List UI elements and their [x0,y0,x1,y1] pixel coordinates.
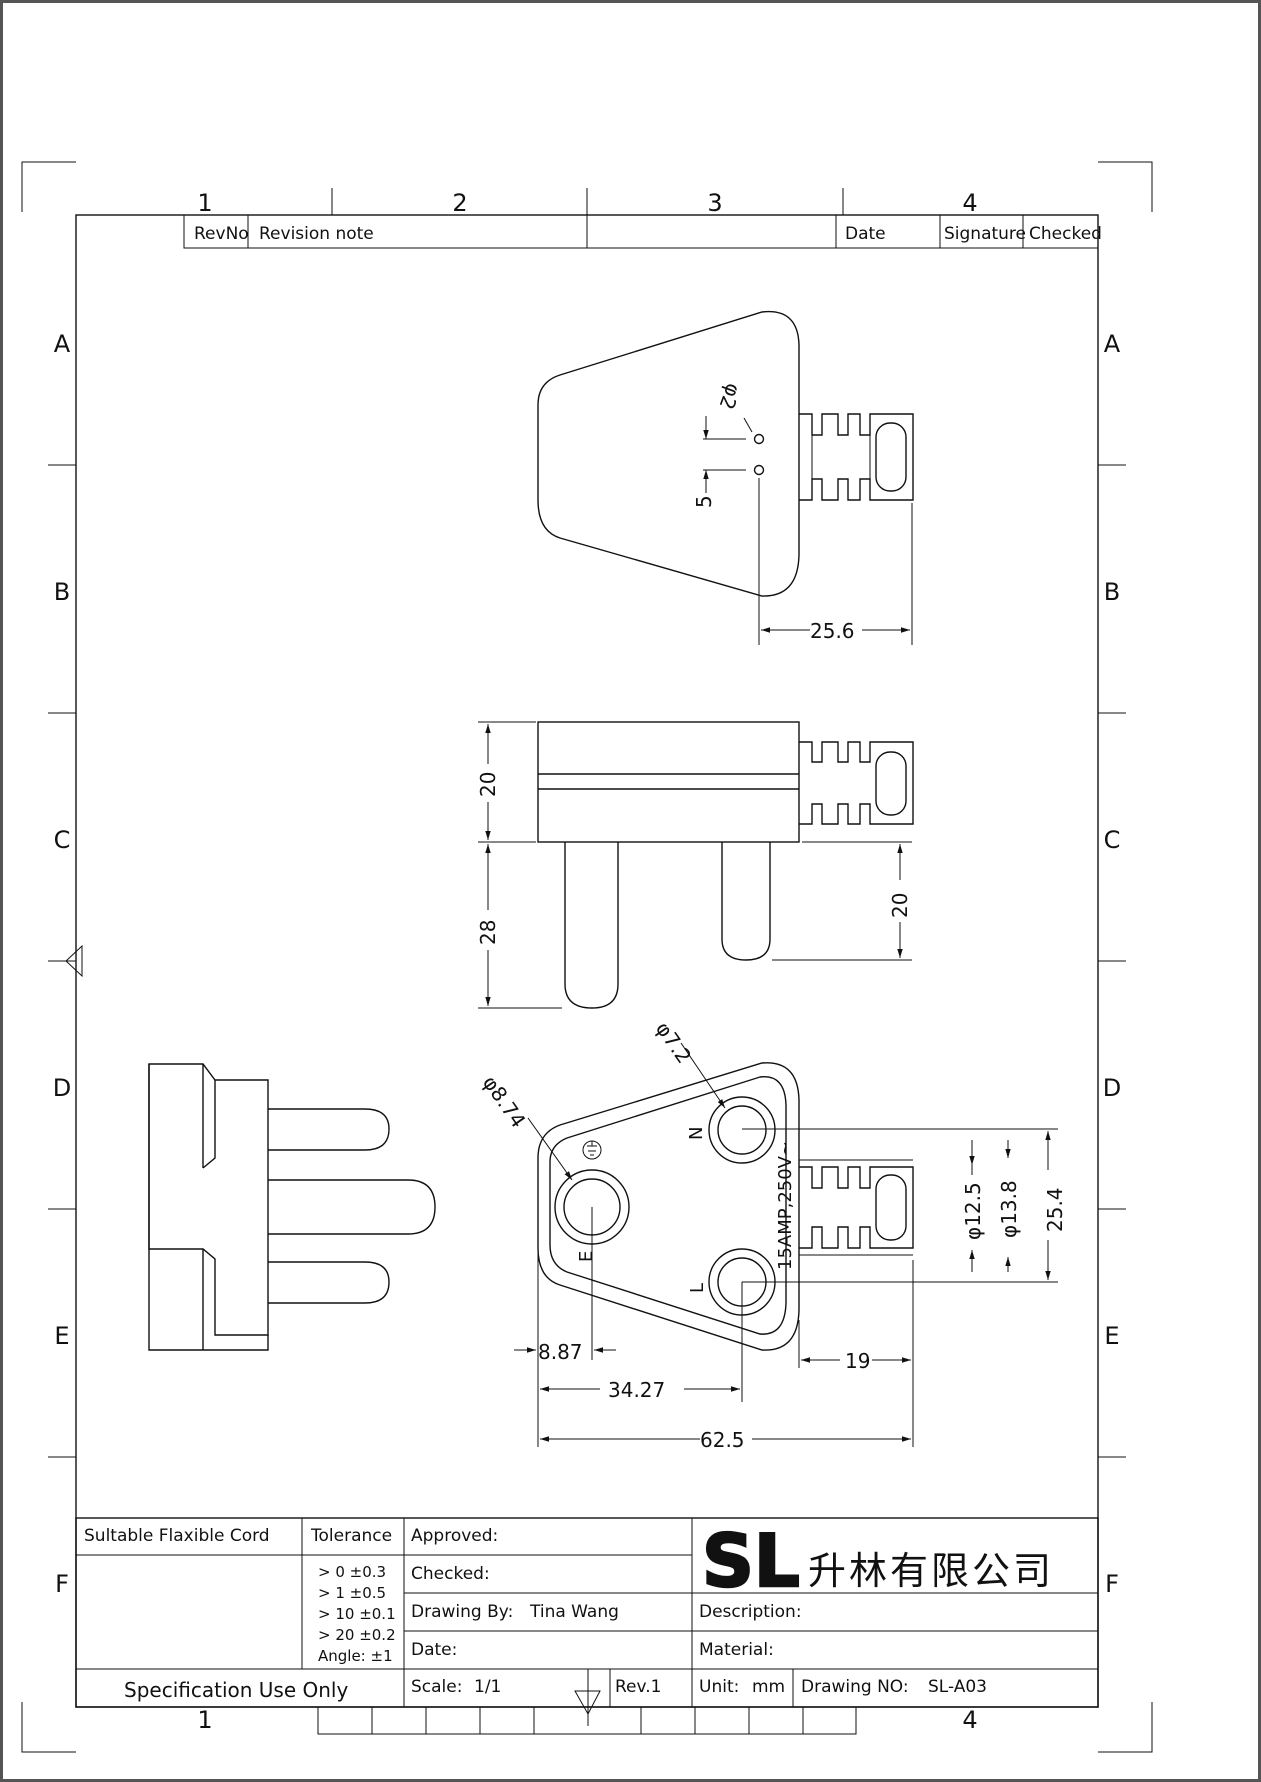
drawing-frame [75,214,1099,1708]
column-label-4: 4 [962,189,977,217]
dim-top-hole: φ2 [714,380,745,413]
scale-value: 1/1 [474,1677,501,1697]
checked-label: Checked: [411,1564,490,1584]
row-label-f: F [55,1570,69,1598]
column-label-4-bottom: 4 [962,1706,977,1734]
dim-pin-spacing: 25.4 [1043,1187,1067,1232]
dim-cord-length: 19 [845,1349,870,1373]
neutral-pin [708,1096,776,1164]
tolerance-1: > 1 ±0.5 [318,1584,386,1602]
material-label: Material: [699,1640,774,1660]
profile-view [148,1063,436,1351]
drawing-by-label: Drawing By: [411,1602,513,1622]
cord-top [799,413,914,501]
tolerance-angle: Angle: ±1 [318,1647,393,1665]
corner-marks [21,161,1153,1753]
row-label-b: B [54,578,70,606]
drawer-name: Tina Wang [529,1602,619,1622]
dim-earth-pin: φ8.74 [478,1071,531,1132]
title-block: Sultable Flaxible Cord Tolerance > 0 ±0.… [75,1517,1099,1726]
dim-earth-offset: 8.87 [538,1340,583,1364]
revision-note-header: Revision note [259,224,374,244]
plug-outline-top [537,310,800,597]
dim-overall-width: 62.5 [700,1428,745,1452]
tolerance-label: Tolerance [310,1526,392,1546]
date-label: Date: [411,1640,457,1660]
spec-label: Specification Use Only [124,1678,348,1702]
dim-earth-to-live: 34.27 [608,1378,665,1402]
cord-label: Sultable Flaxible Cord [84,1526,270,1546]
unit-value: mm [752,1677,785,1697]
rating-marking: 15AMP,250V~ [775,1141,796,1270]
short-pin-side [721,842,771,961]
approved-label: Approved: [411,1526,498,1546]
cord-front [799,1166,914,1249]
description-label: Description: [699,1602,802,1622]
row-label-e: E [54,1322,69,1350]
scale-label: Scale: [411,1677,462,1697]
unit-label: Unit: [699,1677,739,1697]
long-pin-side [564,842,619,1009]
side-view: 20 28 20 [476,721,914,1009]
date-header: Date [845,224,886,244]
cord-side [799,741,914,825]
zone-labels: 1 2 3 4 A A B B C C D D E E F F 1 4 [53,189,1121,1734]
dim-top-pitch: 5 [692,495,716,508]
earth-marking: E [576,1251,597,1262]
dim-cord-inner: φ12.5 [961,1182,985,1240]
signature-header: Signature [944,224,1026,244]
checked-header: Checked [1029,224,1102,244]
live-marking: L [687,1283,708,1293]
dim-top-depth: 25.6 [810,619,855,643]
column-label-1-bottom: 1 [197,1706,212,1734]
revision-table: RevNo Revision note Date Signature Check… [183,214,1102,249]
row-label-d: D [53,1074,71,1102]
tolerance-3: > 20 ±0.2 [318,1626,396,1644]
zone-ticks [48,188,1126,1458]
dim-side-body: 20 [476,772,500,797]
dim-side-long-pin: 28 [476,920,500,945]
dim-cord-outer: φ13.8 [997,1180,1021,1238]
rev-label: Rev.1 [615,1677,661,1697]
neutral-marking: N [686,1127,707,1140]
plug-body-side [537,721,800,843]
row-label-d-right: D [1103,1074,1121,1102]
top-view: 25.6 5 φ2 [537,310,914,645]
row-label-a-right: A [1104,330,1121,358]
tolerance-0: > 0 ±0.3 [318,1563,386,1581]
row-label-f-right: F [1105,1570,1119,1598]
plug-inner-outline-front [549,1076,787,1335]
row-label-c: C [54,826,71,854]
column-label-3: 3 [707,189,722,217]
dim-neutral-pin: φ7.2 [651,1017,696,1068]
column-label-2: 2 [452,189,467,217]
tolerance-2: > 10 ±0.1 [318,1605,396,1623]
company-logo: SL [702,1519,800,1603]
row-label-e-right: E [1104,1322,1119,1350]
row-label-a: A [54,330,71,358]
row-label-c-right: C [1104,826,1121,854]
column-label-1: 1 [197,189,212,217]
drawing-no: SL-A03 [928,1677,987,1697]
plug-outline-front [537,1062,800,1351]
front-view: φ7.2 φ8.74 25.4 φ12.5 φ13.8 8.87 34.27 6… [478,1017,1067,1452]
rev-no-header: RevNo [194,224,249,244]
dim-side-short-pin: 20 [888,893,912,918]
row-label-b-right: B [1104,578,1120,606]
drawing-no-label: Drawing NO: [801,1677,909,1697]
company-name: 升林有限公司 [808,1549,1054,1593]
bottom-ruler [317,1706,857,1735]
